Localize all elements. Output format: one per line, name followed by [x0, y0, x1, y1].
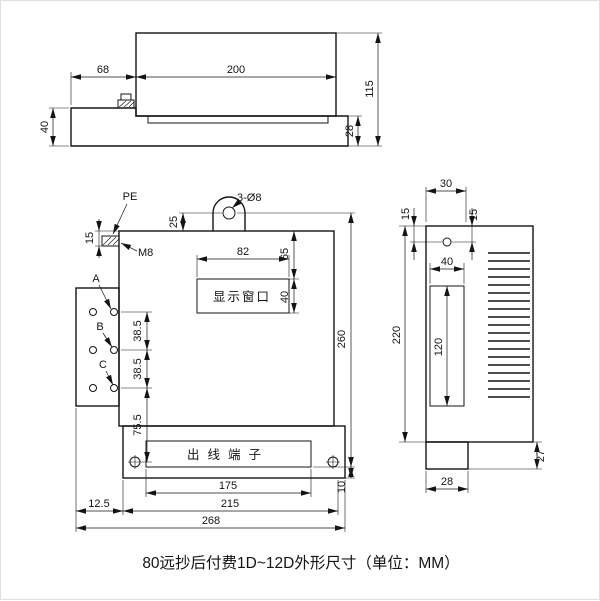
terminal-a-label: A [92, 273, 100, 285]
top-view-terminal-cap [120, 93, 132, 101]
dim-top-height: 115 [364, 80, 376, 98]
front-view: PE M8 15 25 3-Ø8 82 65 40 显示窗口 A B C 38.… [75, 191, 355, 532]
side-view-extension-lines [399, 187, 542, 493]
hatch-lines [118, 100, 135, 108]
dim-hole-span: 175 [219, 480, 237, 492]
dim-channel-width: 40 [441, 256, 453, 268]
dim-foot-depth: 28 [441, 476, 453, 488]
drawing-caption: 80远抄后付费1D~12D外形尺寸（单位：MM） [142, 554, 459, 572]
front-main-body [118, 230, 335, 427]
dim-channel-height: 120 [433, 338, 445, 356]
front-view-dimension-lines [76, 213, 354, 531]
dim-window-width: 82 [237, 246, 249, 258]
side-foot [425, 441, 469, 470]
dim-lug-hole: 25 [168, 216, 180, 228]
dim-top-left: 68 [97, 64, 109, 76]
dim-left-offset: 12.5 [88, 498, 109, 510]
bottom-flange [122, 425, 346, 479]
top-view: 68 200 115 40 28 [39, 32, 382, 147]
side-mounting-hole [442, 237, 452, 247]
dim-top-left-height: 40 [39, 121, 51, 133]
dim-top-base-height: 28 [344, 125, 356, 137]
dim-top-depth: 30 [440, 178, 452, 190]
dim-pitch-3: 75.5 [132, 414, 144, 435]
dim-top-width: 200 [227, 64, 245, 76]
dim-pe-top: 15 [84, 232, 96, 244]
dim-foot-height: 27 [535, 450, 547, 462]
lug-hole [222, 206, 236, 220]
hatch-lines [102, 236, 120, 246]
side-view: 30 15 15 40 120 220 27 28 [391, 178, 547, 493]
front-view-extension-lines [75, 212, 355, 532]
side-main-body [425, 225, 534, 443]
phase-terminals [89, 308, 118, 392]
dim-front-height: 260 [336, 330, 348, 348]
dim-body-width: 215 [221, 498, 239, 510]
holes-label: 3-Ø8 [237, 192, 261, 204]
pe-terminal [101, 235, 120, 247]
dim-side-height: 220 [391, 326, 403, 344]
dim-bottom-lip: 10 [336, 481, 348, 493]
dim-hole-right: 15 [468, 209, 480, 221]
dim-total-width: 268 [202, 515, 220, 527]
display-window-label: 显示窗口 [213, 290, 271, 304]
vent-slots [488, 252, 530, 398]
terminal-b-label: B [96, 321, 103, 333]
front-view-leaders [98, 199, 242, 386]
dim-pitch-2: 38.5 [132, 358, 144, 379]
top-view-recess [147, 116, 329, 124]
dim-window-top: 65 [279, 248, 291, 260]
top-view-base [70, 107, 349, 147]
m8-label: M8 [138, 247, 153, 259]
top-view-extension-lines [49, 32, 382, 147]
terminal-c-label: C [99, 359, 107, 371]
hole-centerlines [128, 455, 340, 469]
dim-hole-left: 15 [400, 208, 412, 220]
dim-pitch-1: 38.5 [132, 320, 144, 341]
pe-label: PE [123, 191, 138, 203]
terminal-side-panel [75, 287, 120, 407]
outlet-terminal-label: 出线端子 [187, 448, 269, 462]
top-view-dimension-lines [50, 33, 381, 146]
hanging-lug [212, 196, 246, 231]
dim-window-height: 40 [279, 291, 291, 303]
side-view-dimension-lines [402, 188, 540, 492]
display-window-rect [196, 278, 290, 314]
